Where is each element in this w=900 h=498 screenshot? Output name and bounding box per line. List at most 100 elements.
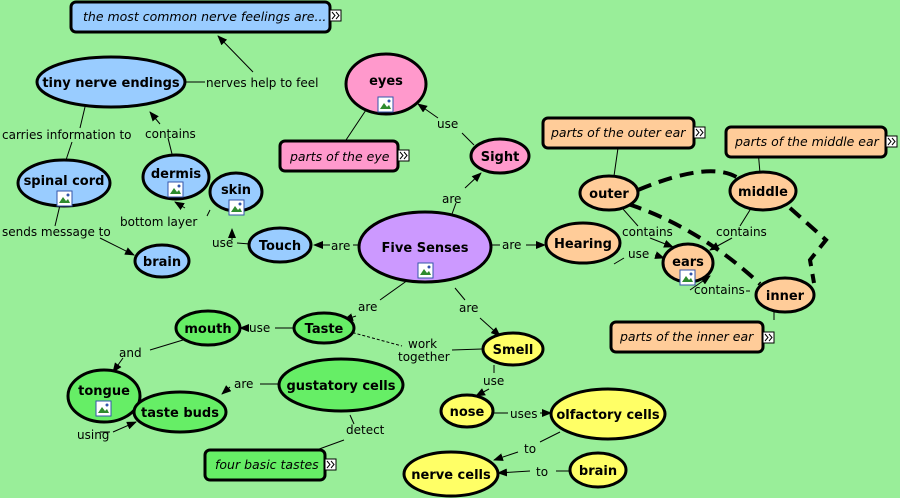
link-label: are — [459, 301, 478, 315]
node-tongue[interactable]: tongue — [66, 368, 142, 424]
resource-boxes: the most common nerve feelings are... pa… — [69, 0, 898, 482]
node-middle[interactable]: middle — [728, 170, 798, 212]
node-label: taste buds — [141, 406, 219, 421]
node-label: Smell — [493, 343, 534, 358]
node-label: Five Senses — [382, 241, 469, 256]
link-label: to — [536, 465, 548, 479]
box-label: parts of the inner ear — [619, 329, 754, 344]
box-basic-tastes[interactable]: four basic tastes — [203, 448, 337, 482]
node-olfactory-cells[interactable]: olfactory cells — [549, 387, 667, 441]
link-label: use — [628, 247, 649, 261]
node-nose[interactable]: nose — [439, 393, 495, 429]
image-icon[interactable] — [417, 262, 434, 279]
link-label: work — [408, 337, 437, 351]
expand-arrow-icon[interactable] — [397, 149, 410, 162]
box-parts-outer-ear[interactable]: parts of the outer ear — [541, 116, 706, 150]
node-label: tiny nerve endings — [42, 76, 180, 91]
node-label: olfactory cells — [556, 408, 660, 423]
node-smell[interactable]: Smell — [481, 331, 545, 367]
node-label: Hearing — [554, 237, 612, 252]
link-label: use — [249, 321, 270, 335]
link-label: nerves help to feel — [206, 76, 318, 90]
link-label: uses — [510, 407, 538, 421]
node-label: nose — [450, 405, 485, 420]
node-brain-touch[interactable]: brain — [133, 243, 191, 279]
node-mouth[interactable]: mouth — [174, 309, 242, 347]
image-icon[interactable] — [167, 181, 184, 198]
link-label: are — [442, 192, 461, 206]
box-parts-inner-ear[interactable]: parts of the inner ear — [609, 320, 775, 354]
image-icon[interactable] — [228, 199, 245, 216]
node-label: tongue — [78, 384, 130, 399]
link-label: contains — [622, 225, 673, 239]
link-label: contains — [716, 225, 767, 239]
node-label: gustatory cells — [286, 379, 395, 394]
node-touch[interactable]: Touch — [247, 226, 313, 264]
node-taste[interactable]: Taste — [292, 311, 356, 345]
node-label: spinal cord — [24, 174, 105, 189]
node-label: middle — [738, 185, 788, 200]
link-label: use — [437, 117, 458, 131]
link-label: contains — [694, 283, 745, 297]
node-label: skin — [221, 183, 251, 198]
box-label: parts of the outer ear — [550, 125, 686, 140]
node-brain-smell[interactable]: brain — [568, 451, 628, 489]
link-label: sends message to — [2, 225, 111, 239]
box-nerve-feelings[interactable]: the most common nerve feelings are... — [69, 0, 342, 34]
box-label: the most common nerve feelings are... — [83, 9, 326, 24]
link-label: using — [77, 428, 109, 442]
image-icon[interactable] — [377, 96, 394, 113]
node-label: brain — [579, 464, 617, 479]
node-outer[interactable]: outer — [578, 174, 640, 212]
image-icon[interactable] — [95, 400, 112, 417]
node-dermis[interactable]: dermis — [141, 153, 211, 201]
link-label: carries information to — [2, 128, 132, 142]
node-label: Taste — [305, 322, 344, 337]
node-label: mouth — [184, 322, 231, 337]
image-icon[interactable] — [679, 269, 696, 286]
link-label: are — [331, 239, 350, 253]
box-label: four basic tastes — [215, 457, 319, 472]
node-label: inner — [766, 289, 805, 304]
node-label: brain — [143, 255, 181, 270]
node-nerve-cells[interactable]: nerve cells — [402, 450, 500, 498]
expand-arrow-icon[interactable] — [329, 9, 342, 22]
concept-nodes: Five Senses Touch skin dermis tiny nerve… — [16, 52, 816, 498]
node-five-senses[interactable]: Five Senses — [357, 210, 493, 284]
node-spinal-cord[interactable]: spinal cord — [16, 158, 112, 208]
link-label: use — [483, 374, 504, 388]
node-inner[interactable]: inner — [754, 276, 816, 314]
node-taste-buds[interactable]: taste buds — [132, 390, 228, 434]
node-hearing[interactable]: Hearing — [544, 221, 622, 265]
node-label: outer — [589, 187, 629, 202]
link-label: and — [119, 346, 142, 360]
expand-arrow-icon[interactable] — [324, 458, 337, 471]
node-sight[interactable]: Sight — [469, 137, 531, 175]
node-label: Touch — [259, 239, 301, 254]
node-gustatory-cells[interactable]: gustatory cells — [277, 357, 405, 413]
node-eyes[interactable]: eyes — [344, 52, 428, 116]
node-label: eyes — [369, 74, 403, 89]
box-label: parts of the middle ear — [734, 134, 880, 149]
box-parts-eye[interactable]: parts of the eye — [278, 139, 410, 173]
link-label: are — [358, 300, 377, 314]
link-label: together — [398, 350, 450, 364]
image-icon[interactable] — [56, 190, 73, 207]
node-label: dermis — [151, 167, 202, 182]
box-label: parts of the eye — [289, 149, 390, 164]
expand-arrow-icon[interactable] — [693, 126, 706, 139]
image-attachment-icons — [56, 96, 696, 417]
node-label: ears — [672, 255, 704, 270]
link-label: use — [212, 236, 233, 250]
expand-arrow-icon[interactable] — [762, 331, 775, 344]
link-label: bottom layer — [120, 215, 197, 229]
link-labels: nerves help to feel carries information … — [2, 76, 767, 479]
box-parts-middle-ear[interactable]: parts of the middle ear — [724, 125, 898, 159]
node-label: nerve cells — [411, 468, 491, 483]
link-label: contains — [145, 127, 196, 141]
expand-arrow-icon[interactable] — [885, 135, 898, 148]
node-tiny-nerve-endings[interactable]: tiny nerve endings — [35, 55, 187, 109]
link-label: are — [234, 377, 253, 391]
link-label: detect — [346, 423, 385, 437]
